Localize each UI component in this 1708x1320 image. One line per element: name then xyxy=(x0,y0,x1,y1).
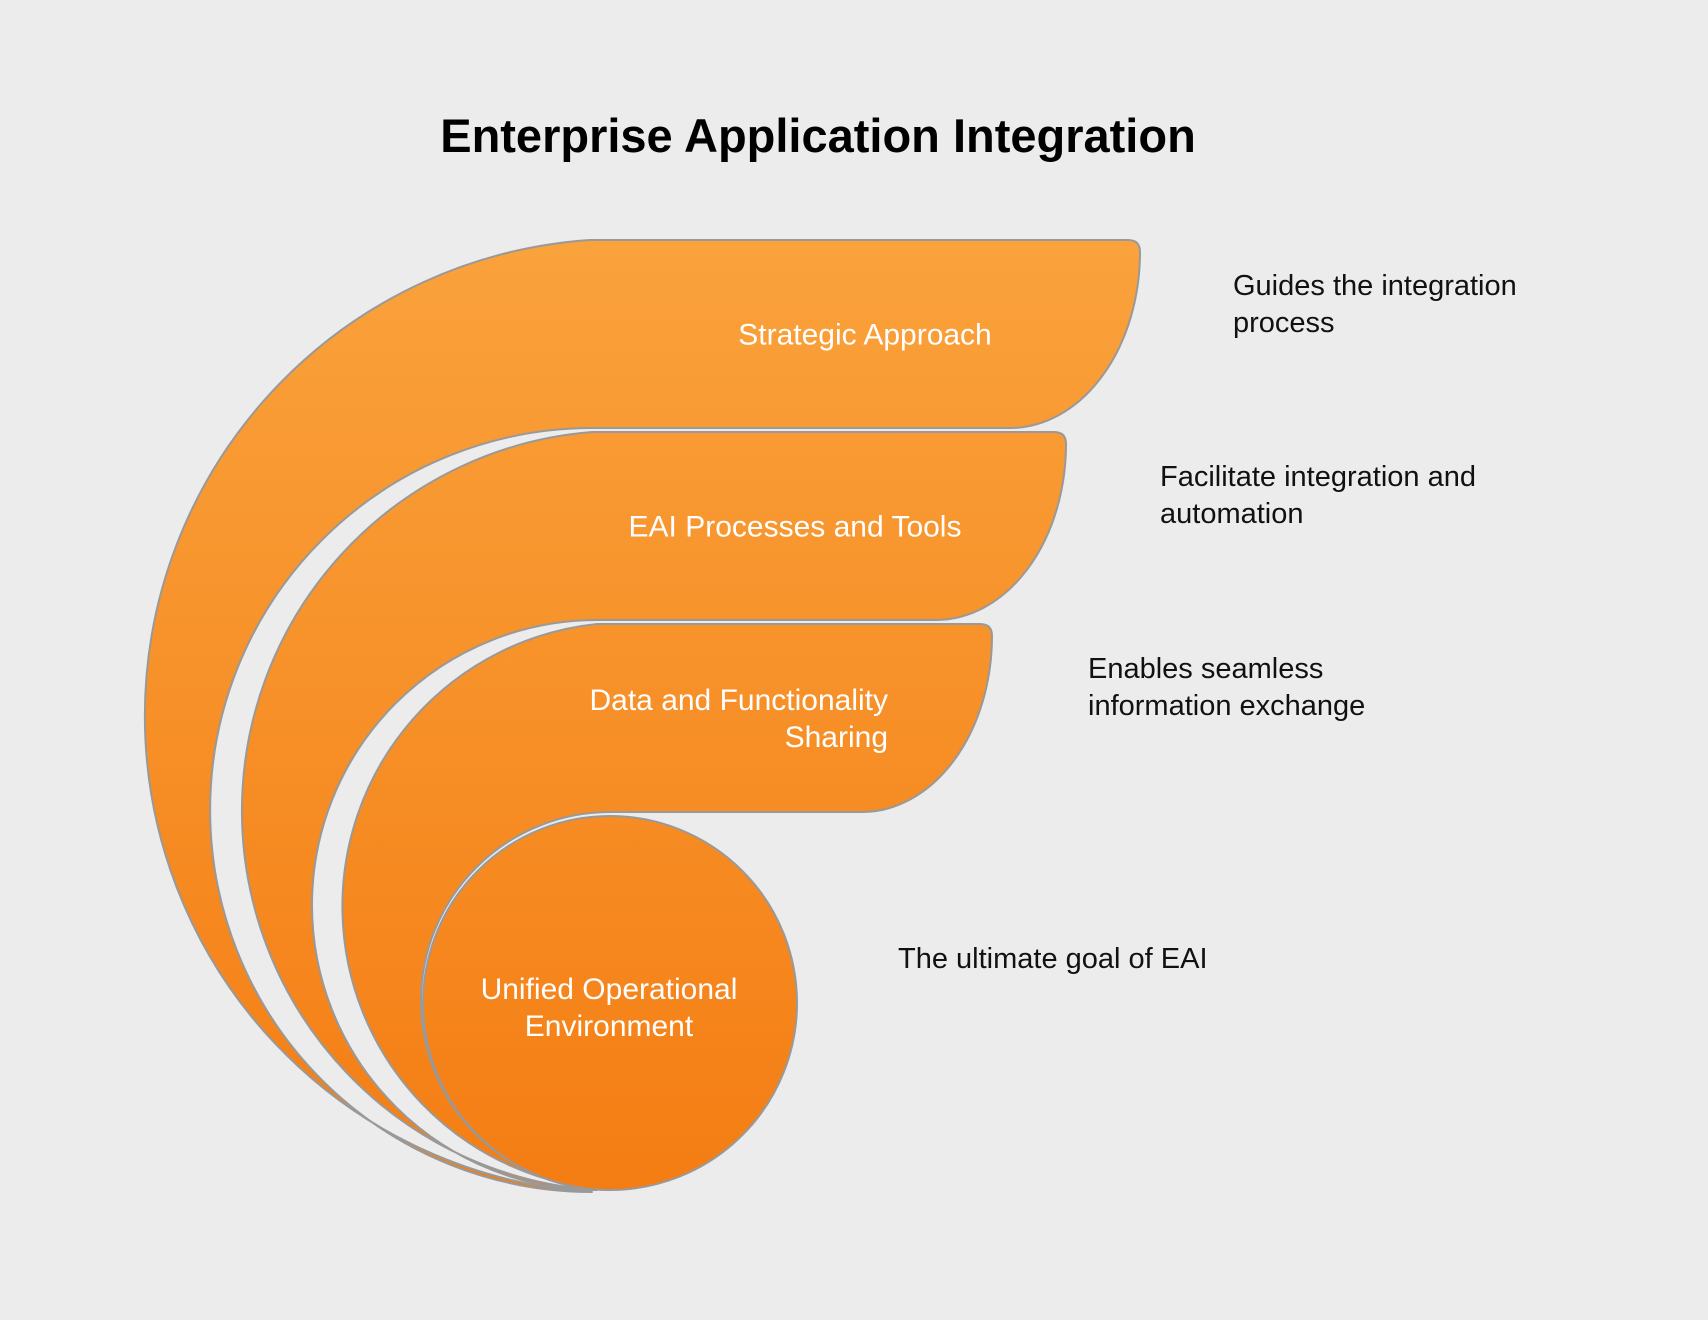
label-strategic-approach: Strategic Approach xyxy=(738,318,992,352)
shape-unified-operational-environment xyxy=(422,815,798,1191)
annotation-eai-processes-and-tools: Facilitate integration and automation xyxy=(1160,461,1476,530)
annotation-strategic-approach: Guides the integration process xyxy=(1233,270,1517,339)
label-data-and-functionality-sharing: Data and Functionality Sharing xyxy=(589,684,888,754)
annotation-unified-operational-environment: The ultimate goal of EAI xyxy=(898,943,1208,975)
shape-strategic-approach xyxy=(143,239,1141,1193)
shape-eai-processes-and-tools xyxy=(240,431,1067,1191)
label-eai-processes-and-tools: EAI Processes and Tools xyxy=(628,510,962,544)
label-unified-operational-environment: Unified Operational Environment xyxy=(480,973,738,1043)
annotation-data-and-functionality-sharing: Enables seamless information exchange xyxy=(1088,653,1366,722)
page-title: Enterprise Application Integration xyxy=(440,109,1196,162)
